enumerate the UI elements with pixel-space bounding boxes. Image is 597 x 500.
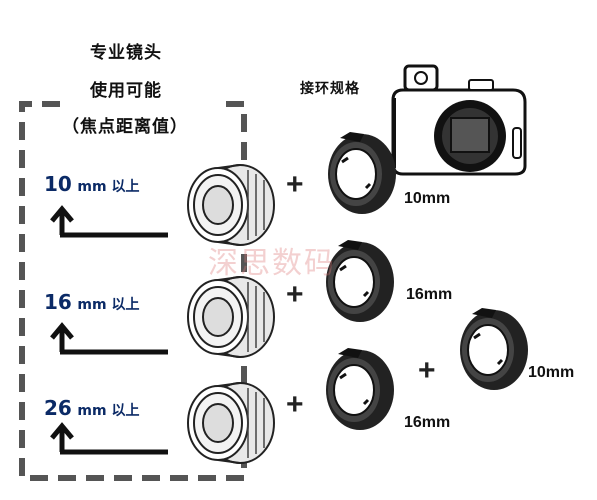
ring-size-label: 10mm xyxy=(404,190,451,207)
arrow-icon-row-3 xyxy=(50,422,168,455)
camera-spec-label: 接环规格 xyxy=(300,81,360,97)
focal-unit: mm 以上 xyxy=(77,297,140,313)
extension-ring-icon xyxy=(326,240,394,322)
title-line-3: （焦点距离值） xyxy=(62,117,188,137)
arrow-icon-row-2 xyxy=(50,322,168,355)
focal-value: 26 xyxy=(44,396,72,420)
focal-label-row-2: 16 mm 以上 xyxy=(44,290,139,314)
ring-size-label: 16mm xyxy=(406,286,453,303)
plus-sign: + xyxy=(286,278,304,311)
focal-value: 16 xyxy=(44,290,72,314)
focal-unit: mm 以上 xyxy=(77,179,140,195)
watermark: 深思数码 xyxy=(208,246,336,281)
lens-icon xyxy=(187,382,275,464)
focal-label-row-1: 10 mm 以上 xyxy=(44,172,139,196)
extension-ring-icon xyxy=(326,348,394,430)
title-line-2: 使用可能 xyxy=(90,81,162,101)
arrow-icon-row-1 xyxy=(50,205,168,238)
title-line-1: 专业镜头 xyxy=(90,43,162,63)
lens-icon xyxy=(187,276,275,358)
plus-sign: + xyxy=(418,354,436,387)
plus-sign: + xyxy=(286,388,304,421)
focal-value: 10 xyxy=(44,172,72,196)
lens-icon xyxy=(187,164,275,246)
focal-label-row-3: 26 mm 以上 xyxy=(44,396,139,420)
extension-ring-icon xyxy=(328,132,396,214)
camera-icon xyxy=(391,64,527,176)
ring-size-label: 10mm xyxy=(528,364,575,381)
plus-sign: + xyxy=(286,168,304,201)
extension-ring-icon xyxy=(460,308,528,390)
focal-unit: mm 以上 xyxy=(77,403,140,419)
ring-size-label: 16mm xyxy=(404,414,451,431)
